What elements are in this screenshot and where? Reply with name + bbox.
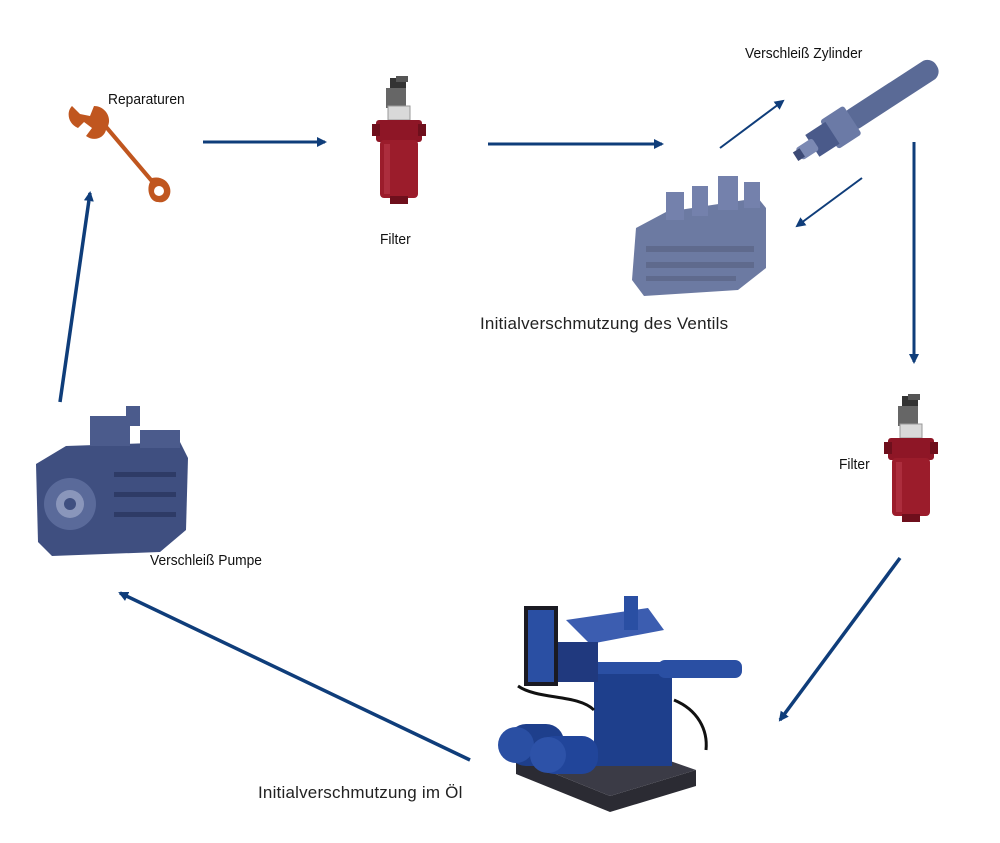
- hydraulic-filter-icon: [372, 76, 426, 204]
- arrow-valve-to-cylinder: [719, 99, 785, 149]
- label-oil-contamination: Initialverschmutzung im Öl: [258, 783, 463, 802]
- arrow-unit-to-pump: [118, 591, 471, 762]
- arrow-pump-to-wrench: [58, 191, 94, 403]
- label-filter-right: Filter: [839, 456, 870, 473]
- hydraulic-filter-icon-2: [884, 394, 938, 522]
- wrench-icon: [68, 106, 171, 203]
- hydraulic-power-unit-icon: [498, 596, 742, 812]
- label-valve-contamination: Initialverschmutzung des Ventils: [480, 314, 729, 333]
- label-cylinder-wear: Verschleiß Zylinder: [745, 45, 863, 62]
- label-filter-top: Filter: [380, 231, 411, 248]
- label-repairs: Reparaturen: [108, 91, 185, 108]
- hydraulic-pump-icon: [36, 406, 188, 556]
- arrow-filter-to-unit: [778, 556, 902, 722]
- label-pump-wear: Verschleiß Pumpe: [150, 552, 262, 569]
- arrow-cylinder-to-valve: [795, 177, 863, 228]
- hydraulic-cylinder-icon: [792, 59, 939, 161]
- valve-block-icon: [632, 176, 766, 296]
